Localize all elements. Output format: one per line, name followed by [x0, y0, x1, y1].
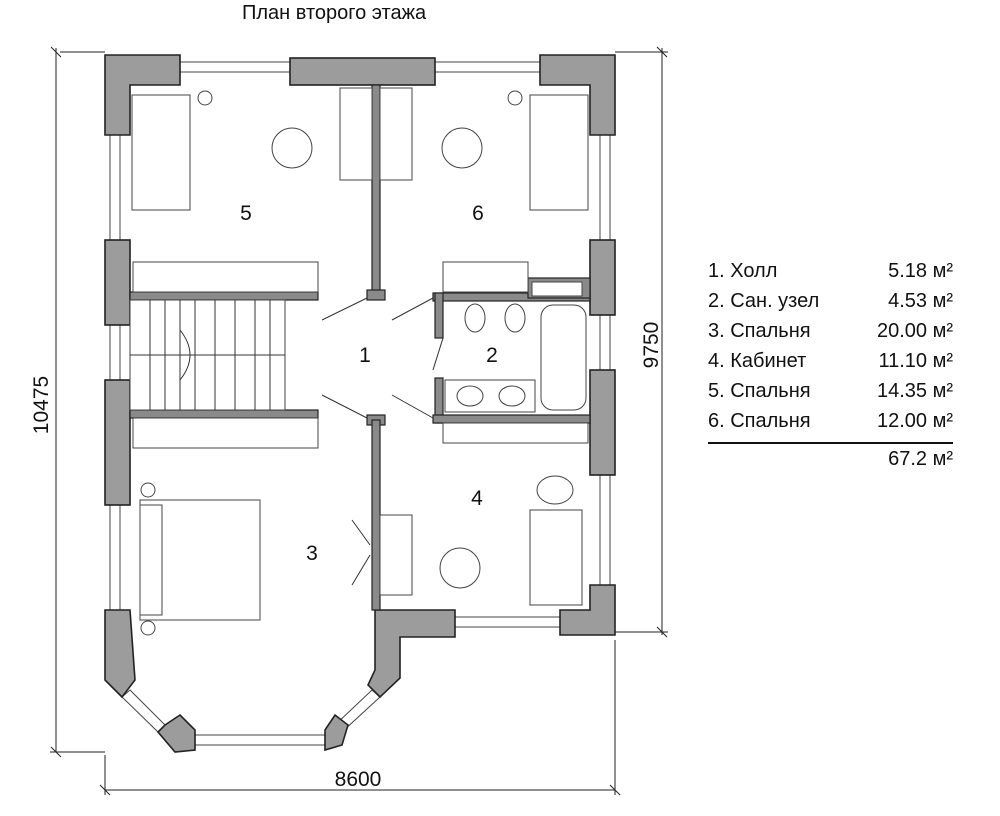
plan-title: План второго этажа — [242, 2, 427, 24]
room-number-1: 1 — [359, 344, 371, 367]
dimension-bottom: 8600 — [335, 768, 382, 791]
legend-area: 20.00 м² — [876, 320, 953, 342]
legend-area: 12.00 м² — [876, 410, 953, 432]
legend-area: 11.10 м² — [878, 350, 953, 372]
legend-room: 5. Спальня — [708, 380, 811, 402]
wardrobes — [132, 261, 589, 449]
legend-total: 67.2 м² — [888, 448, 953, 470]
legend-room: 2. Сан. узел — [708, 290, 820, 312]
exterior-walls — [104, 54, 616, 753]
room-number-3: 3 — [306, 542, 318, 565]
windows — [109, 61, 611, 746]
legend-row: 6. Спальня 12.00 м² — [708, 406, 953, 436]
stairs — [129, 299, 286, 411]
doors — [321, 297, 444, 586]
dimension-right: 9750 — [640, 322, 663, 369]
room-number-5: 5 — [240, 202, 252, 225]
furniture — [131, 87, 589, 636]
legend-room: 1. Холл — [708, 260, 778, 282]
legend-area: 4.53 м² — [888, 290, 953, 312]
legend-room: 6. Спальня — [708, 410, 811, 432]
legend-area: 5.18 м² — [888, 260, 953, 282]
legend-row: 2. Сан. узел 4.53 м² — [708, 286, 953, 316]
dimension-lines — [50, 46, 668, 796]
dimension-left: 10475 — [30, 376, 53, 434]
legend-row: 3. Спальня 20.00 м² — [708, 316, 953, 346]
room-number-6: 6 — [472, 202, 484, 225]
legend-row: 5. Спальня 14.35 м² — [708, 376, 953, 406]
legend-row: 4. Кабинет 11.10 м² — [708, 346, 953, 376]
room-number-2: 2 — [486, 344, 498, 367]
legend-row: 1. Холл 5.18 м² — [708, 256, 953, 286]
legend-divider — [708, 442, 953, 444]
area-legend: 1. Холл 5.18 м² 2. Сан. узел 4.53 м² 3. Сп… — [708, 256, 953, 474]
legend-room: 4. Кабинет — [708, 350, 807, 372]
legend-area: 14.35 м² — [876, 380, 953, 402]
room-number-4: 4 — [471, 487, 483, 510]
legend-room: 3. Спальня — [708, 320, 811, 342]
